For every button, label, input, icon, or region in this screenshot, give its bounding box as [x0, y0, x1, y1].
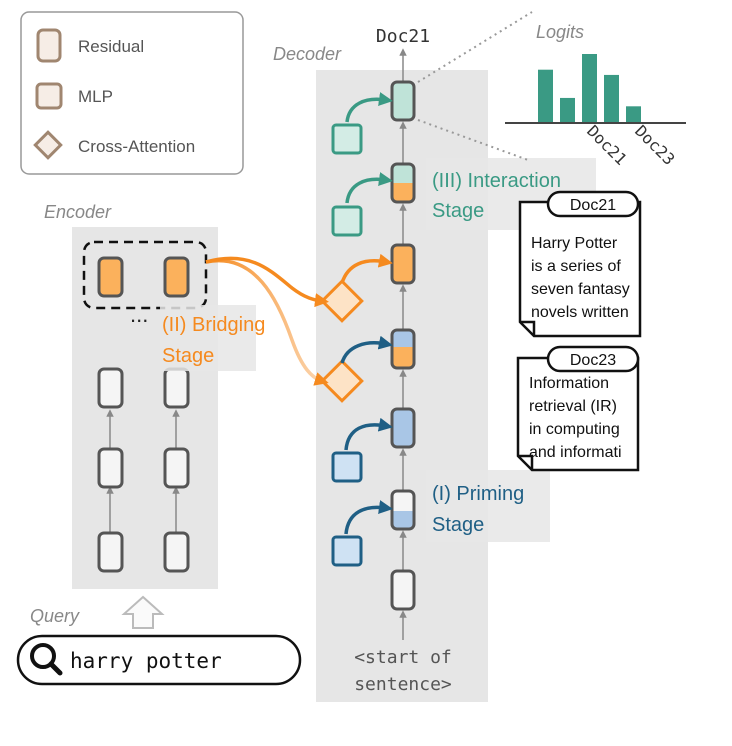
encoder-layer-2-3 — [163, 531, 190, 573]
encoder-dashed-group — [82, 240, 208, 310]
query-up-arrow-icon — [121, 595, 165, 629]
doc21-line-2: is a series of — [531, 258, 621, 275]
encoder-layer-1-1 — [97, 367, 124, 409]
legend-cross-attention-swatch — [33, 130, 63, 160]
decoder-mlp-blue-1 — [331, 535, 363, 567]
bridging-stage-label-line2: Stage — [162, 345, 214, 367]
encoder-layer-top-1 — [97, 256, 124, 298]
encoder: Encoder ... — [44, 202, 218, 589]
doc21-line-1: Harry Potter — [531, 235, 618, 252]
legend-residual-swatch — [36, 28, 62, 63]
decoder-layer-1 — [390, 569, 416, 611]
decoder-layer-5 — [390, 243, 416, 285]
doc21-card: Doc21 Harry Potter is a series of seven … — [518, 190, 642, 338]
start-token-line1: <start of — [354, 647, 452, 668]
query: Query harry potter — [16, 595, 302, 686]
logit-bar-4 — [604, 74, 619, 122]
decoder-mlp-teal-1 — [331, 205, 363, 237]
logit-bar-2 — [560, 97, 575, 122]
query-search-box[interactable] — [16, 634, 302, 686]
decoder-layer-6 — [390, 162, 416, 204]
priming-stage-label-line1: (I) Priming — [432, 483, 524, 505]
legend: Residual MLP Cross-Attention — [20, 11, 244, 175]
query-label: Query — [30, 606, 80, 626]
doc23-line-3: in computing — [529, 421, 620, 438]
logits-title: Logits — [536, 22, 584, 42]
encoder-layer-1-2 — [97, 447, 124, 489]
decoder-layer-7 — [390, 80, 416, 122]
doc21-line-3: seven fantasy — [531, 281, 630, 298]
encoder-ellipsis: ... — [130, 302, 148, 327]
query-text: harry potter — [70, 649, 222, 673]
interaction-stage-label-line2: Stage — [432, 200, 484, 222]
doc23-card: Doc23 Information retrieval (IR) in comp… — [516, 345, 640, 472]
decoder-layer-2 — [390, 489, 416, 531]
encoder-layer-1-3 — [97, 531, 124, 573]
decoder-title: Decoder — [273, 44, 342, 64]
logits-bars — [538, 54, 641, 122]
legend-mlp-label: MLP — [78, 87, 113, 106]
legend-residual-label: Residual — [78, 37, 144, 56]
encoder-layer-2-1 — [163, 367, 190, 409]
legend-cross-attention-label: Cross-Attention — [78, 137, 195, 156]
logit-bar-5 — [626, 106, 641, 122]
decoder-cross-attention-1 — [320, 279, 364, 323]
search-icon — [30, 643, 63, 676]
decoder: Decoder Doc21 — [273, 26, 488, 702]
logit-bar-1 — [538, 69, 553, 122]
interaction-stage-label-line1: (III) Interaction — [432, 170, 561, 192]
doc23-line-2: retrieval (IR) — [529, 398, 617, 415]
doc23-tag-text: Doc23 — [570, 352, 616, 369]
legend-mlp-swatch — [35, 82, 63, 110]
logits-tick-doc23: Doc23 — [631, 121, 678, 168]
decoder-mlp-teal-2 — [331, 123, 363, 155]
logit-bar-3 — [582, 54, 597, 122]
decoder-output-label: Doc21 — [376, 26, 430, 47]
encoder-layer-top-2 — [163, 256, 190, 298]
bridging-connections — [205, 256, 329, 386]
bridging-stage-label-bg — [160, 305, 256, 371]
bridging-stage-label-line1: (II) Bridging — [162, 314, 265, 336]
priming-stage-label-bg — [426, 470, 550, 542]
priming-stage-label-line2: Stage — [432, 514, 484, 536]
doc21-tag — [546, 190, 640, 218]
doc23-line-1: Information — [529, 375, 609, 392]
doc23-line-4: and informati — [529, 444, 622, 461]
decoder-layer-3 — [390, 407, 416, 449]
decoder-mlp-blue-2 — [331, 451, 363, 483]
doc23-tag — [546, 345, 640, 373]
encoder-title: Encoder — [44, 202, 112, 222]
doc21-tag-text: Doc21 — [570, 197, 616, 214]
decoder-cross-attention-2 — [320, 359, 364, 403]
start-token-line2: sentence> — [354, 674, 452, 695]
encoder-layer-2-2 — [163, 447, 190, 489]
doc21-line-4: novels written — [531, 304, 629, 321]
encoder-panel — [72, 227, 218, 589]
decoder-layer-4 — [390, 328, 416, 370]
